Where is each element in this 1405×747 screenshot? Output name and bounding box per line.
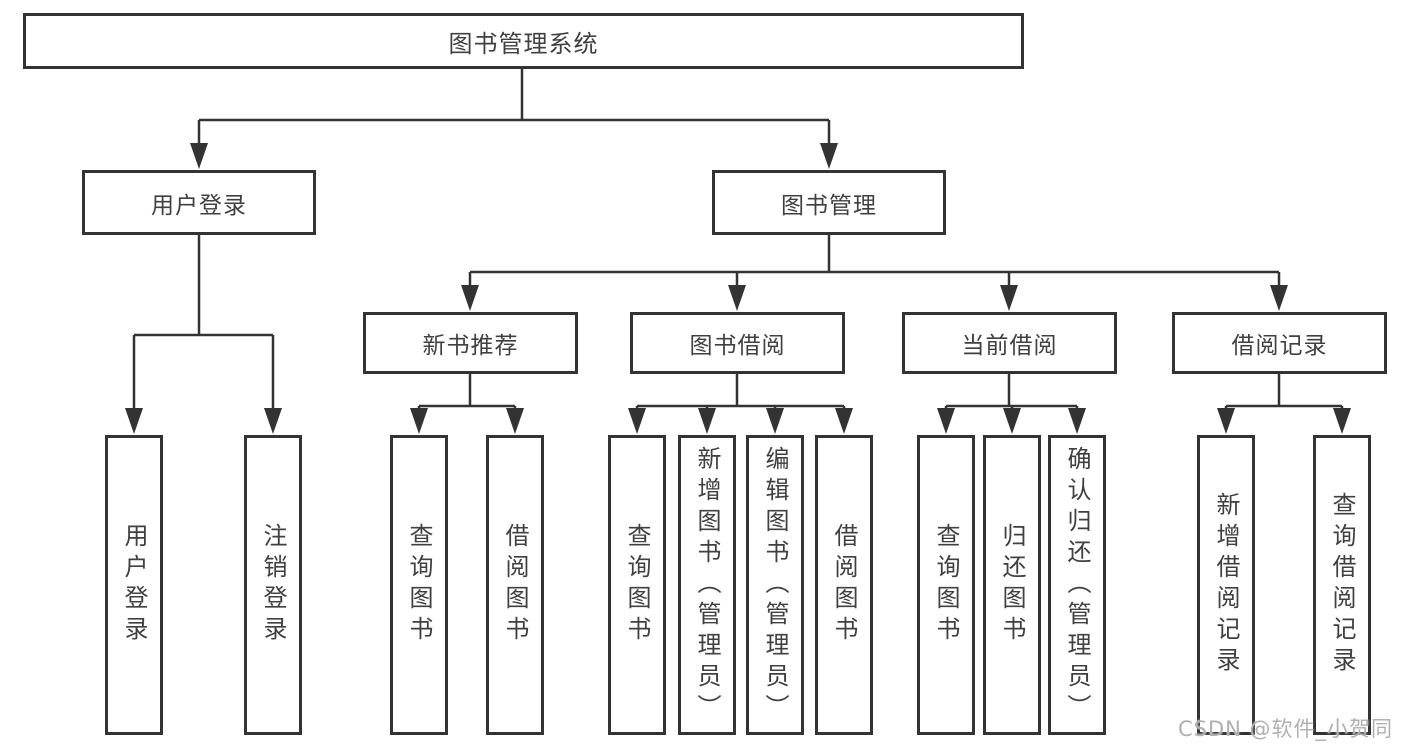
node-confirm-return-admin: 确认归还（管理员）: [1048, 435, 1106, 735]
node-query-books-borrow: 查询图书: [608, 435, 666, 735]
node-borrow-records: 借阅记录: [1172, 312, 1387, 374]
node-query-books-current: 查询图书: [917, 435, 975, 735]
arrow-icon: [820, 143, 838, 169]
arrow-icon: [937, 408, 955, 434]
node-book-management: 图书管理: [712, 170, 946, 235]
node-query-borrow-record: 查询借阅记录: [1313, 435, 1371, 735]
arrow-icon: [1217, 408, 1235, 434]
arrow-icon: [728, 285, 746, 311]
arrow-icon: [1333, 408, 1351, 434]
arrow-icon: [506, 408, 524, 434]
node-user-login: 用户登录: [82, 170, 316, 235]
node-edit-book-admin: 编辑图书（管理员）: [746, 435, 804, 735]
arrow-icon: [1003, 408, 1021, 434]
arrow-icon: [698, 408, 716, 434]
node-book-borrow: 图书借阅: [630, 312, 845, 374]
node-return-book: 归还图书: [983, 435, 1041, 735]
arrow-icon: [835, 408, 853, 434]
node-add-borrow-record: 新增借阅记录: [1197, 435, 1255, 735]
node-query-books-recommend: 查询图书: [390, 435, 448, 735]
node-library-management-system: 图书管理系统: [23, 13, 1024, 69]
arrow-icon: [628, 408, 646, 434]
arrow-icon: [1000, 285, 1018, 311]
arrow-icon: [190, 143, 208, 169]
node-user-login-action: 用户登录: [105, 435, 163, 735]
node-borrow-books-action: 借阅图书: [815, 435, 873, 735]
node-logout-action: 注销登录: [244, 435, 302, 735]
arrow-icon: [410, 408, 428, 434]
csdn-watermark: CSDN @软件_小贺同学: [1178, 717, 1394, 741]
arrow-icon: [461, 285, 479, 311]
arrow-icon: [1270, 285, 1288, 311]
node-borrow-books-recommend: 借阅图书: [486, 435, 544, 735]
arrow-icon: [264, 408, 282, 434]
arrow-icon: [1068, 408, 1086, 434]
node-add-book-admin: 新增图书（管理员）: [678, 435, 736, 735]
node-new-book-recommend: 新书推荐: [363, 312, 578, 374]
arrow-icon: [766, 408, 784, 434]
arrow-icon: [125, 408, 143, 434]
node-current-borrow: 当前借阅: [902, 312, 1117, 374]
